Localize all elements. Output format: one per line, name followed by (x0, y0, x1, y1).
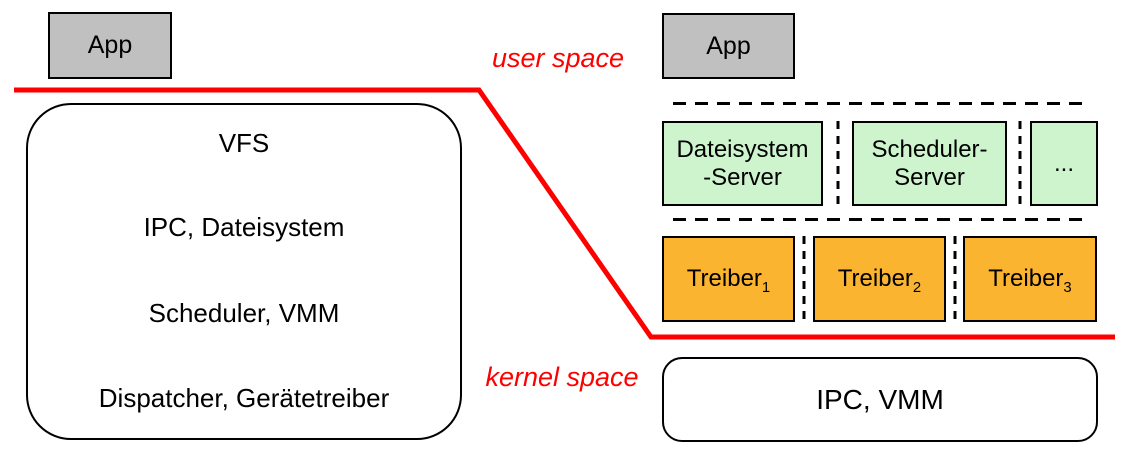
user-space-label: user space (491, 43, 625, 73)
layer-ipc-dateisystem: IPC, Dateisystem (143, 212, 345, 242)
layer-dispatcher-geraetetreiber: Dispatcher, Gerätetreiber (98, 383, 390, 413)
driver-label: Treiber2 (837, 265, 922, 296)
driver-box-1: Treiber1 (662, 236, 795, 322)
server-box-ellipsis: ... (1030, 121, 1098, 206)
kernel-space-label: kernel space (485, 362, 639, 392)
layer-scheduler-vmm: Scheduler, VMM (148, 298, 340, 328)
driver-box-2: Treiber2 (813, 236, 946, 322)
microkernel-app-label: App (706, 31, 751, 60)
server-box-dateisystem: Dateisystem -Server (662, 121, 823, 206)
server-label: Dateisystem -Server (676, 135, 809, 191)
microkernel-app-box: App (662, 13, 795, 79)
driver-label: Treiber1 (686, 265, 771, 296)
server-label: Scheduler- Server (871, 135, 988, 191)
server-label: ... (1053, 149, 1074, 177)
monolithic-kernel-box (26, 103, 462, 440)
microkernel-kernel-label: IPC, VMM (816, 383, 944, 415)
monolithic-app-label: App (87, 31, 133, 59)
microkernel-kernel-box: IPC, VMM (662, 357, 1098, 442)
monolithic-app-box: App (48, 12, 172, 79)
driver-label: Treiber3 (988, 265, 1072, 296)
layer-vfs: VFS (218, 128, 270, 158)
driver-box-3: Treiber3 (963, 236, 1097, 322)
server-box-scheduler: Scheduler- Server (852, 121, 1007, 206)
space-boundary-line (14, 87, 1115, 340)
